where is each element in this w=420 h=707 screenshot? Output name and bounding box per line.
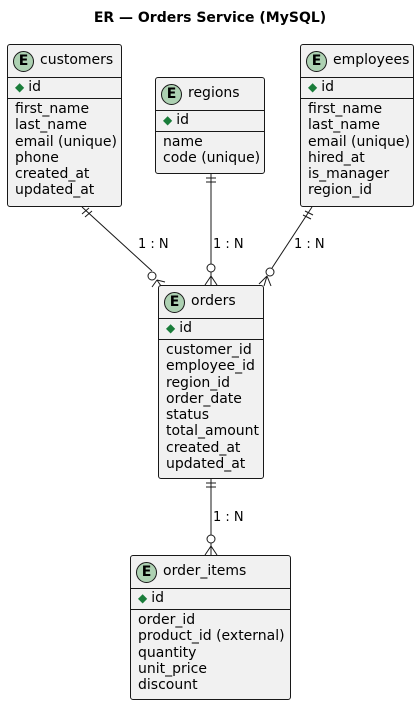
cardinality-label: 1 : N [294, 237, 325, 252]
attribute: order_date [166, 390, 242, 407]
pk-name: id [28, 79, 42, 95]
entity-header: E employees [301, 45, 413, 77]
pk-name: id [176, 112, 190, 128]
relationship-regions-orders [204, 174, 218, 286]
entity-orders[interactable]: E orders ◆id customer_id employee_id reg… [158, 285, 264, 479]
cardinality-label: 1 : N [138, 237, 169, 252]
entity-customers[interactable]: E customers ◆id first_name last_name ema… [7, 44, 122, 207]
entity-header: E regions [156, 78, 264, 110]
diagram-title: ER — Orders Service (MySQL) [93, 10, 327, 26]
pk-name: id [179, 320, 193, 336]
attribute-list: first_name last_name email (unique) hire… [301, 99, 413, 203]
attribute: customer_id [166, 342, 252, 358]
attribute: code (unique) [163, 150, 261, 167]
entity-name: order_items [163, 563, 247, 579]
entity-employees[interactable]: E employees ◆id first_name last_name ema… [300, 44, 414, 207]
attribute: phone [15, 149, 59, 166]
attribute: updated_at [166, 456, 246, 473]
cardinality-label: 1 : N [213, 510, 244, 525]
attribute: hired_at [308, 149, 365, 166]
attribute-list: customer_id employee_id region_id order_… [159, 340, 263, 476]
entity-name: customers [40, 52, 114, 68]
entity-header: E customers [8, 45, 121, 77]
entity-name: orders [191, 293, 236, 309]
attribute: created_at [15, 166, 90, 183]
entity-badge-icon: E [306, 51, 327, 72]
pk-marker-icon: ◆ [163, 113, 173, 127]
pk-marker-icon: ◆ [308, 80, 318, 94]
attribute: is_manager [308, 166, 390, 183]
entity-regions[interactable]: E regions ◆id name code (unique) [155, 77, 265, 174]
attribute: last_name [15, 117, 87, 134]
attribute: product_id (external) [138, 628, 285, 645]
attribute: discount [138, 677, 198, 694]
attribute-list: order_id product_id (external) quantity … [131, 610, 290, 697]
entity-badge-icon: E [164, 292, 185, 313]
attribute: quantity [138, 644, 197, 661]
pk-marker-icon: ◆ [15, 80, 25, 94]
entity-header: E orders [159, 286, 263, 318]
attribute: name [163, 134, 203, 150]
primary-key: ◆id [301, 78, 413, 98]
attribute: last_name [308, 117, 380, 134]
relationship-orders-order-items [204, 479, 218, 556]
attribute-list: first_name last_name email (unique) phon… [8, 99, 121, 203]
entity-header: E order_items [131, 556, 290, 588]
attribute: order_id [138, 612, 196, 628]
attribute: region_id [166, 374, 231, 391]
primary-key: ◆id [8, 78, 121, 98]
entity-order-items[interactable]: E order_items ◆id order_id product_id (e… [130, 555, 291, 700]
primary-key: ◆id [156, 111, 264, 131]
attribute: unit_price [138, 660, 207, 677]
primary-key: ◆id [131, 589, 290, 609]
primary-key: ◆id [159, 319, 263, 339]
attribute: email (unique) [308, 133, 410, 150]
relationship-employees-orders [258, 206, 314, 287]
attribute: region_id [308, 182, 373, 199]
attribute: updated_at [15, 182, 95, 199]
entity-badge-icon: E [161, 84, 182, 105]
attribute: created_at [166, 439, 241, 456]
attribute-list: name code (unique) [156, 132, 264, 171]
entity-name: employees [333, 52, 410, 68]
entity-badge-icon: E [13, 51, 34, 72]
pk-name: id [151, 590, 165, 606]
attribute: first_name [308, 101, 383, 117]
attribute: employee_id [166, 358, 255, 375]
pk-name: id [321, 79, 335, 95]
attribute: status [166, 407, 210, 424]
cardinality-label: 1 : N [213, 237, 244, 252]
attribute: first_name [15, 101, 90, 117]
attribute: email (unique) [15, 133, 117, 150]
entity-name: regions [188, 85, 240, 101]
attribute: total_amount [166, 423, 260, 440]
pk-marker-icon: ◆ [138, 591, 148, 605]
relationship-customers-orders [81, 206, 166, 288]
entity-badge-icon: E [136, 562, 157, 583]
pk-marker-icon: ◆ [166, 321, 176, 335]
